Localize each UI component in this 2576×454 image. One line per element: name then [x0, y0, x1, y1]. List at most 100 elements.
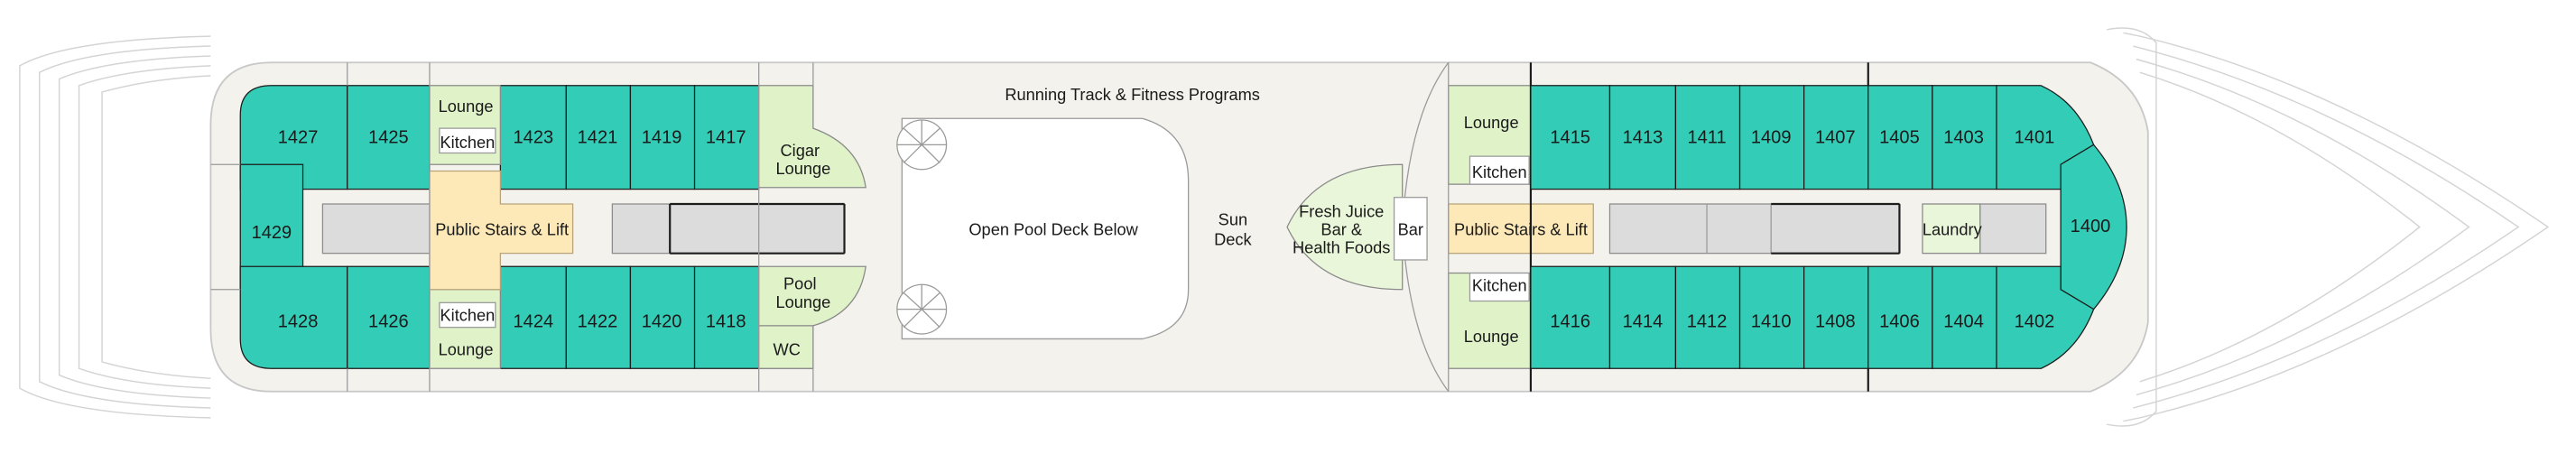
cabin-1402[interactable] [1996, 265, 2095, 369]
open-pool-deck [901, 117, 1190, 340]
cabin-label: 1411 [1688, 128, 1727, 148]
cabin-1404[interactable] [1932, 265, 1997, 369]
fwd-stairs-label: Public Stairs & Lift [1454, 220, 1588, 239]
cabin-label: 1421 [578, 128, 618, 148]
wc-label: WC [773, 340, 800, 359]
cabin-label: 1422 [578, 312, 618, 332]
cabin-label: 1428 [278, 312, 319, 332]
cabin-1424[interactable] [499, 265, 567, 369]
fwd-lounge-bottom-label: Lounge [1464, 327, 1519, 346]
cabin-label: 1415 [1550, 128, 1590, 148]
cabin-label: 1425 [368, 128, 409, 148]
cabin-1412[interactable] [1674, 265, 1741, 369]
fresh-juice-bar[interactable] [1286, 163, 1404, 291]
spiral-stair-top [896, 119, 948, 171]
cabin-label: 1426 [368, 312, 409, 332]
aft-corridor-left [321, 203, 432, 255]
cabin-1407[interactable] [1803, 85, 1869, 190]
cabin-1403[interactable] [1932, 85, 1997, 190]
deck-labels: Running Track & Fitness Programs Open Po… [435, 85, 1982, 358]
fwd-kitchen-top-label: Kitchen [1472, 162, 1527, 181]
cigar-lounge-label-1: Cigar [780, 141, 820, 160]
cabin-label: 1402 [2015, 312, 2055, 332]
cabin-1400[interactable] [2060, 144, 2127, 310]
fwd-lounge-top-label: Lounge [1464, 113, 1519, 132]
cabin-label: 1424 [514, 312, 554, 332]
cabin-1414[interactable] [1608, 265, 1677, 369]
cabin-label: 1413 [1623, 128, 1663, 148]
cabin-label: 1405 [1879, 128, 1920, 148]
cabin-label: 1419 [642, 128, 682, 148]
cabin-1426[interactable] [347, 265, 431, 369]
cabin-label: 1409 [1751, 128, 1792, 148]
cabin-label: 1418 [706, 312, 746, 332]
cabin-1405[interactable] [1867, 85, 1933, 190]
cabin-label: 1412 [1687, 312, 1728, 332]
fwd-kitchen-bottom[interactable] [1469, 272, 1530, 302]
cabin-label: 1414 [1623, 312, 1663, 332]
sun-deck-label-1: Sun [1219, 210, 1247, 229]
wc[interactable] [758, 325, 814, 369]
running-track-label: Running Track & Fitness Programs [1005, 85, 1260, 104]
aft-kitchen-bottom[interactable] [439, 301, 496, 329]
cabin-label: 1401 [2015, 128, 2055, 148]
fwd-corridor [1608, 203, 1901, 255]
laundry[interactable] [1922, 203, 1981, 255]
pool-lounge-label-2: Lounge [776, 292, 831, 311]
cabin-label: 1423 [514, 128, 554, 148]
aft-kitchen-bottom-label: Kitchen [440, 305, 496, 324]
fwd-top-cabins [1530, 85, 2095, 190]
juice-bar-label-2: Bar & [1320, 220, 1362, 239]
cabin-1413[interactable] [1608, 85, 1677, 190]
cabin-label: 1417 [706, 128, 746, 148]
aft-lounge-bottom-label: Lounge [439, 340, 494, 359]
aft-kitchen-top-label: Kitchen [440, 133, 496, 152]
cabin-1421[interactable] [565, 85, 632, 190]
cabin-1427[interactable] [239, 85, 348, 190]
cabin-label: 1427 [278, 128, 319, 148]
cabin-1425[interactable] [347, 85, 431, 190]
cabin-1415[interactable] [1530, 85, 1611, 190]
section-dividers [210, 62, 814, 392]
aft-stairs-label: Public Stairs & Lift [435, 220, 569, 239]
cabin-label: 1410 [1751, 312, 1792, 332]
aft-public-stairs-lift[interactable] [429, 170, 574, 291]
cabin-label: 1420 [642, 312, 682, 332]
cabin-label: 1404 [1943, 312, 1984, 332]
juice-bar-counter[interactable] [1393, 197, 1428, 261]
cabin-label: 1400 [2071, 217, 2111, 236]
cabin-label: 1416 [1550, 312, 1590, 332]
hull-outline-lines [19, 27, 2550, 427]
cigar-lounge-label-2: Lounge [776, 159, 831, 178]
cabin-1408[interactable] [1803, 265, 1869, 369]
cabin-1419[interactable] [629, 85, 696, 190]
pool-lounge-label-1: Pool [783, 274, 816, 293]
fwd-kitchen-top[interactable] [1469, 155, 1530, 185]
aft-lounge-top-label: Lounge [439, 97, 494, 116]
cabin-label: 1407 [1815, 128, 1856, 148]
aft-corridor-right [611, 203, 846, 255]
cabin-1428[interactable] [239, 265, 348, 369]
cabin-1406[interactable] [1867, 265, 1933, 369]
cabin-label: 1406 [1879, 312, 1920, 332]
spiral-stair-bottom [896, 283, 948, 335]
cigar-lounge[interactable] [758, 85, 866, 189]
cabin-1420[interactable] [629, 265, 696, 369]
cabin-1409[interactable] [1738, 85, 1805, 190]
fwd-bottom-cabins [1530, 265, 2095, 369]
open-pool-label: Open Pool Deck Below [968, 220, 1138, 239]
cabin-1410[interactable] [1738, 265, 1805, 369]
juice-bar-label-3: Health Foods [1293, 238, 1390, 257]
cabin-1416[interactable] [1530, 265, 1611, 369]
cabin-1411[interactable] [1674, 85, 1741, 190]
bar-label: Bar [1398, 220, 1423, 239]
juice-bar-label-1: Fresh Juice [1299, 202, 1384, 221]
cabin-1417[interactable] [693, 85, 760, 190]
sun-deck-label-2: Deck [1214, 230, 1252, 249]
cabin-labels: 1427 1425 1423 1421 1419 1417 1429 1428 … [252, 128, 2111, 332]
fwd-kitchen-bottom-label: Kitchen [1472, 276, 1527, 295]
fwd-corridor-end [1979, 203, 2047, 255]
aft-kitchen-top[interactable] [439, 127, 496, 154]
laundry-label: Laundry [1923, 220, 1983, 239]
